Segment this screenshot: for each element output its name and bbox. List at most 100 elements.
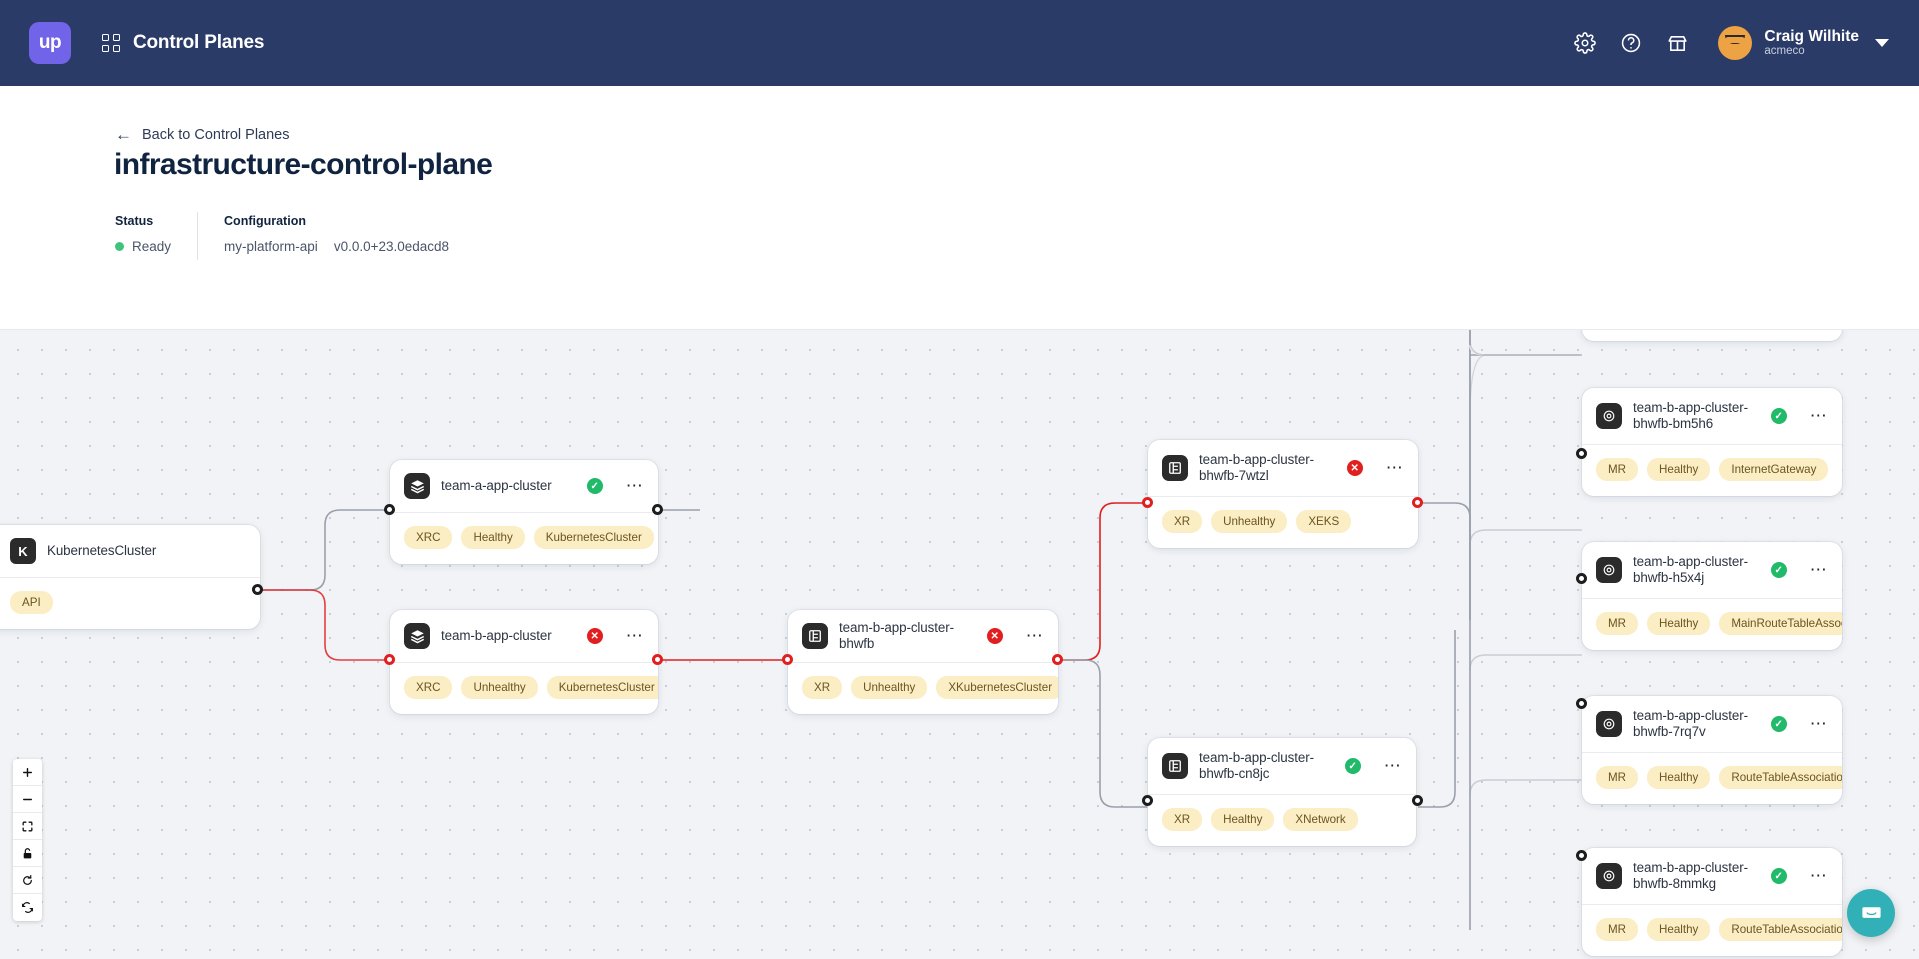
node-port-cn8jc-right[interactable]: [1412, 795, 1423, 806]
tag: XEKS: [1296, 510, 1352, 533]
node-menu-button[interactable]: ⋯: [625, 475, 644, 495]
marketplace-icon[interactable]: [1654, 20, 1700, 66]
node-title: KubernetesCluster: [47, 542, 157, 558]
graph-node-team-b-app-cluster-bhwfb-7rq7v[interactable]: team-b-app-cluster-bhwfb-7rq7v ✓ ⋯ MR He…: [1582, 696, 1842, 804]
graph-node-partial-top[interactable]: [1582, 330, 1842, 341]
graph-node-team-b-app-cluster-bhwfb-cn8jc[interactable]: team-b-app-cluster-bhwfb-cn8jc ✓ ⋯ XR He…: [1148, 738, 1416, 846]
node-menu-button[interactable]: ⋯: [1385, 457, 1404, 477]
reset-button[interactable]: [13, 867, 42, 894]
node-title: team-a-app-cluster: [441, 477, 552, 493]
tag: Unhealthy: [851, 676, 928, 699]
grid-icon[interactable]: [102, 34, 120, 52]
graph-node-team-a-app-cluster[interactable]: team-a-app-cluster ✓ ⋯ XRC Healthy Kuber…: [390, 460, 658, 564]
help-icon[interactable]: [1608, 20, 1654, 66]
lock-button[interactable]: [13, 840, 42, 867]
status-dot-icon: [115, 242, 124, 251]
fit-view-button[interactable]: [13, 813, 42, 840]
node-menu-button[interactable]: ⋯: [1383, 755, 1402, 775]
node-tags: XR Unhealthy XKubernetesCluster: [788, 663, 1058, 714]
node-tags: MR Healthy InternetGateway: [1582, 445, 1842, 496]
tag: Unhealthy: [461, 676, 538, 699]
graph-node-team-b-app-cluster-bhwfb-bm5h6[interactable]: team-b-app-cluster-bhwfb-bm5h6 ✓ ⋯ MR He…: [1582, 388, 1842, 496]
node-menu-button[interactable]: ⋯: [1025, 625, 1044, 645]
zoom-out-button[interactable]: [13, 786, 42, 813]
node-header: team-b-app-cluster-bhwfb-7rq7v ✓ ⋯: [1582, 696, 1842, 752]
node-port-7rq7v-left[interactable]: [1576, 698, 1587, 709]
graph-node-kubernetescluster[interactable]: K KubernetesCluster API: [0, 525, 260, 629]
canvas-zoom-controls: [13, 759, 42, 921]
graph-node-team-b-app-cluster-bhwfb[interactable]: team-b-app-cluster-bhwfb ✕ ⋯ XR Unhealth…: [788, 610, 1058, 714]
node-port-team-a-left[interactable]: [384, 504, 395, 515]
node-header: team-b-app-cluster-bhwfb-8mmkg ✓ ⋯: [1582, 848, 1842, 904]
node-title: team-b-app-cluster-bhwfb-h5x4j: [1633, 553, 1748, 585]
page-title: infrastructure-control-plane: [114, 148, 493, 181]
node-divider: [1148, 794, 1416, 795]
tag: XRC: [404, 676, 453, 699]
topbar-actions: Craig Wilhite acmeco: [1562, 20, 1889, 66]
node-tags: XR Unhealthy XEKS: [1148, 497, 1418, 548]
tag: KubernetesCluster: [546, 676, 658, 699]
status-badge: Ready: [115, 239, 171, 254]
node-port-bhwfb-left[interactable]: [782, 654, 793, 665]
meta-divider: [197, 212, 199, 260]
node-port-h5x4j-left[interactable]: [1576, 573, 1587, 584]
node-tags: MR Healthy MainRouteTableAssociation: [1582, 599, 1842, 650]
node-port-team-a-right[interactable]: [652, 504, 663, 515]
node-menu-button[interactable]: ⋯: [625, 625, 644, 645]
node-header: team-b-app-cluster-bhwfb-h5x4j ✓ ⋯: [1582, 542, 1842, 598]
node-divider: [390, 662, 658, 663]
tag: MR: [1596, 766, 1639, 789]
node-port-bhwfb-right[interactable]: [1052, 654, 1063, 665]
node-menu-button[interactable]: ⋯: [1809, 559, 1828, 579]
header-meta: Status Ready Configuration my-platform-a…: [115, 212, 449, 260]
node-tags: XRC Unhealthy KubernetesCluster: [390, 663, 658, 714]
avatar[interactable]: [1718, 26, 1753, 60]
zoom-in-button[interactable]: [13, 759, 42, 786]
graph-node-team-b-app-cluster-bhwfb-7wtzl[interactable]: team-b-app-cluster-bhwfb-7wtzl ✕ ⋯ XR Un…: [1148, 440, 1418, 548]
node-divider: [1582, 598, 1842, 599]
graph-node-team-b-app-cluster-bhwfb-h5x4j[interactable]: team-b-app-cluster-bhwfb-h5x4j ✓ ⋯ MR He…: [1582, 542, 1842, 650]
node-header: team-b-app-cluster-bhwfb-7wtzl ✕ ⋯: [1148, 440, 1418, 496]
upbound-logo[interactable]: up: [29, 22, 71, 64]
node-port-7wtzl-left[interactable]: [1142, 497, 1153, 508]
configuration-value: my-platform-api v0.0.0+23.0edacd8: [224, 239, 449, 254]
node-menu-button[interactable]: ⋯: [1809, 865, 1828, 885]
refresh-button[interactable]: [13, 894, 42, 921]
node-menu-button[interactable]: ⋯: [1809, 405, 1828, 425]
node-port-team-b-left[interactable]: [384, 654, 395, 665]
node-title: team-b-app-cluster: [441, 627, 552, 643]
tag: RouteTableAssociation: [1719, 918, 1842, 941]
page-header: ← Back to Control Planes infrastructure-…: [0, 86, 1919, 398]
configuration-block: Configuration my-platform-api v0.0.0+23.…: [224, 214, 449, 254]
node-header: team-b-app-cluster-bhwfb ✕ ⋯: [788, 610, 1058, 662]
node-port-team-b-right[interactable]: [652, 654, 663, 665]
tag: RouteTableAssociation: [1719, 766, 1842, 789]
node-title: team-b-app-cluster-bhwfb-bm5h6: [1633, 399, 1748, 431]
node-port-bm5h6-left[interactable]: [1576, 448, 1587, 459]
node-menu-button[interactable]: ⋯: [1809, 713, 1828, 733]
graph-node-team-b-app-cluster[interactable]: team-b-app-cluster ✕ ⋯ XRC Unhealthy Kub…: [390, 610, 658, 714]
nav-title: Control Planes: [133, 32, 265, 53]
tag: Healthy: [1211, 808, 1275, 831]
chevron-down-icon[interactable]: [1875, 39, 1889, 47]
chat-icon[interactable]: [1847, 889, 1895, 937]
node-divider: [1148, 496, 1418, 497]
node-port-kubernetescluster-right[interactable]: [252, 584, 263, 595]
node-port-7wtzl-right[interactable]: [1412, 497, 1423, 508]
tag: Healthy: [1647, 766, 1711, 789]
tag: API: [10, 591, 53, 614]
tag: Healthy: [461, 526, 525, 549]
tag: InternetGateway: [1719, 458, 1829, 481]
back-to-control-planes-link[interactable]: ← Back to Control Planes: [115, 126, 290, 143]
node-divider: [390, 512, 658, 513]
user-info[interactable]: Craig Wilhite acmeco: [1764, 28, 1859, 58]
node-tags: MR Healthy RouteTableAssociation: [1582, 753, 1842, 804]
tag: Healthy: [1647, 612, 1711, 635]
tag: MainRouteTableAssociation: [1719, 612, 1842, 635]
resource-graph-canvas[interactable]: K KubernetesCluster API team-a-app-clust…: [0, 330, 1919, 959]
node-port-8mmkg-left[interactable]: [1576, 850, 1587, 861]
gear-icon[interactable]: [1562, 20, 1608, 66]
status-unhealthy-icon: ✕: [586, 628, 603, 644]
node-port-cn8jc-left[interactable]: [1142, 795, 1153, 806]
graph-node-team-b-app-cluster-bhwfb-8mmkg[interactable]: team-b-app-cluster-bhwfb-8mmkg ✓ ⋯ MR He…: [1582, 848, 1842, 956]
